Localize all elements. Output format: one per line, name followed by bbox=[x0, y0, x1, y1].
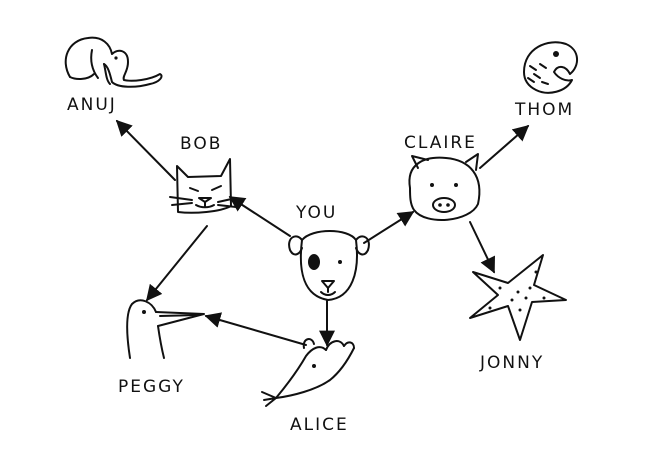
node-label-claire: CLAIRE bbox=[404, 133, 477, 153]
starfish-icon bbox=[469, 254, 567, 341]
edge-claire-to-jonny bbox=[469, 221, 495, 274]
edges bbox=[115, 119, 530, 347]
node-thom: THOM bbox=[514, 41, 578, 120]
node-anuj: ANUJ bbox=[64, 36, 163, 115]
node-label-thom: THOM bbox=[514, 100, 574, 120]
node-label-anuj: ANUJ bbox=[67, 95, 117, 115]
cat-face-icon bbox=[169, 158, 237, 214]
edge-claire-to-thom bbox=[479, 124, 530, 169]
edge-alice-to-peggy bbox=[204, 312, 307, 346]
pig-face-icon bbox=[408, 153, 481, 221]
node-label-jonny: JONNY bbox=[479, 353, 544, 373]
fish-icon bbox=[523, 41, 578, 94]
node-label-peggy: PEGGY bbox=[118, 377, 185, 397]
dog-face-icon bbox=[288, 230, 370, 301]
node-bob: BOB bbox=[169, 134, 237, 214]
rat-icon bbox=[261, 338, 355, 407]
edge-bob-to-peggy bbox=[145, 225, 208, 302]
node-you: YOU bbox=[288, 203, 370, 301]
node-label-bob: BOB bbox=[180, 134, 222, 154]
node-jonny: JONNY bbox=[469, 254, 567, 373]
bird-icon bbox=[126, 299, 205, 359]
edge-bob-to-anuj bbox=[115, 119, 176, 181]
node-alice: ALICE bbox=[261, 338, 355, 435]
elephant-icon bbox=[64, 36, 163, 88]
edge-you-to-bob bbox=[228, 196, 291, 237]
node-claire: CLAIRE bbox=[404, 133, 481, 221]
node-peggy: PEGGY bbox=[118, 299, 205, 397]
edge-you-to-claire bbox=[363, 211, 415, 244]
node-label-you: YOU bbox=[295, 203, 337, 223]
node-label-alice: ALICE bbox=[290, 415, 349, 435]
